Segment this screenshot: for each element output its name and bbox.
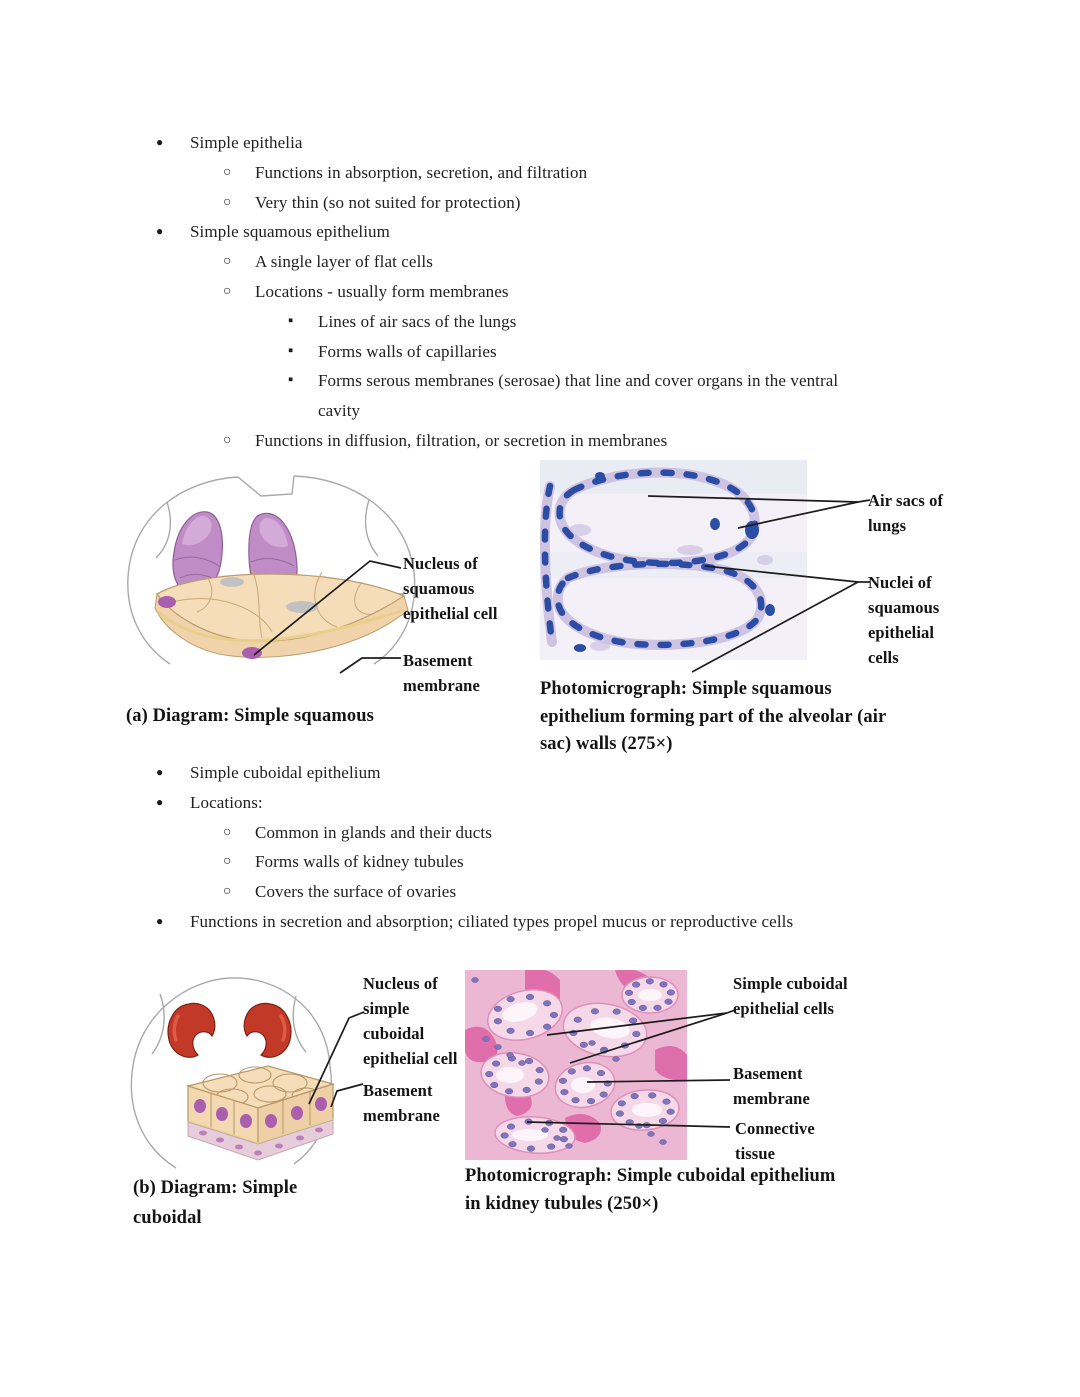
label-nucleus-squamous: Nucleus of squamous epithelial cell (403, 554, 498, 623)
list-item-text: Simple epithelia (190, 133, 303, 152)
list-item-text: Simple squamous epithelium (190, 222, 390, 242)
list-item: ● Locations: (0, 788, 850, 818)
leader-lines (308, 1011, 365, 1108)
bullet-disc-icon: ● (156, 913, 164, 928)
list-item-text: Functions in absorption, secretion, and … (255, 162, 588, 182)
bullet-circle-icon: ○ (223, 254, 232, 270)
list-item: ● Functions in secretion and absorption; … (0, 907, 850, 937)
photomicrograph-simple-squamous (540, 460, 807, 660)
bullet-list-simple-epithelia: ● Simple epithelia ○ Functions in absorpti… (0, 128, 850, 456)
bullet-circle-icon: ○ (223, 884, 232, 900)
caption-photomicrograph-b: Photomicrograph: Simple cuboidal epithel… (465, 1163, 845, 1218)
torso-outline (127, 475, 416, 665)
list-item-text: Forms serous membranes (serosae) that li… (318, 371, 839, 421)
list-item: ○ Locations - usually form membranes (0, 277, 850, 307)
list-item: ○ A single layer of flat cells (0, 247, 850, 277)
caption-diagram-a: (a) Diagram: Simple squamous (126, 703, 426, 731)
list-item: ● Simple epithelia (0, 128, 850, 158)
label-nucleus-cuboidal: Nucleus of simple cuboidal epithelial ce… (363, 974, 458, 1068)
list-item-text: Forms walls of kidney tubules (255, 852, 464, 872)
nuclei-chains (541, 469, 765, 649)
list-item-text: Locations - usually form membranes (255, 281, 509, 301)
figure-simple-squamous: Nucleus of squamous epithelial cell Base… (0, 460, 1080, 760)
caption-rest: Simple cuboidal epithelium in kidney tub… (465, 1166, 836, 1214)
label-connective-tissue: Connective tissue (735, 1119, 815, 1163)
leader-lines-photomicrograph-b (526, 1009, 736, 1128)
list-item: ○ Forms walls of kidney tubules (0, 847, 850, 877)
label-basement-membrane-a: Basement membrane (403, 651, 480, 695)
list-item: ○ Functions in diffusion, filtration, or … (0, 426, 850, 456)
caption-rest: Simple cuboidal (133, 1178, 298, 1228)
list-item-text: Common in glands and their ducts (255, 822, 492, 842)
bullet-circle-icon: ○ (223, 164, 232, 180)
caption-rest: Simple squamous epithelium forming part … (540, 679, 886, 754)
figure-simple-cuboidal: Nucleus of simple cuboidal epithelial ce… (0, 968, 1080, 1258)
label-basement-membrane-b: Basement membrane (363, 1081, 440, 1125)
list-item: ▪ Forms serous membranes (serosae) that l… (0, 366, 850, 426)
label-cuboidal-cells: Simple cuboidal epithelial cells (733, 974, 848, 1018)
list-item-text: Locations: (190, 792, 263, 812)
list-item: ○ Functions in absorption, secretion, and… (0, 158, 850, 188)
bullet-circle-icon: ○ (223, 194, 232, 210)
list-item-text: Forms walls of capillaries (318, 341, 497, 361)
list-item: ○ Covers the surface of ovaries (0, 877, 850, 907)
photomicrograph-simple-cuboidal (465, 970, 687, 1160)
caption-lead: Photomicrograph: (465, 1166, 613, 1186)
label-basement-membrane-micro-b: Basement membrane (733, 1064, 810, 1108)
caption-lead: (b) Diagram: (133, 1178, 238, 1198)
tubule-lumens (496, 989, 662, 1141)
bullet-square-icon: ▪ (288, 342, 294, 359)
caption-lead: (a) Diagram: (126, 706, 230, 726)
kidneys-illustration (167, 1002, 292, 1058)
torso-outline (130, 977, 333, 1169)
leader-lines (253, 560, 402, 674)
bullet-disc-icon: ● (156, 135, 164, 149)
list-item-text: Functions in diffusion, filtration, or s… (255, 430, 668, 450)
bullet-disc-icon: ● (156, 794, 164, 809)
squamous-cell-sheet (154, 569, 409, 659)
caption-photomicrograph-a: Photomicrograph: Simple squamous epithel… (540, 676, 892, 759)
kidney-highlights (172, 1014, 287, 1042)
list-item: ● Simple cuboidal epithelium (0, 758, 850, 788)
list-item-text: Functions in secretion and absorption; c… (190, 911, 794, 931)
bullet-circle-icon: ○ (223, 854, 232, 870)
bullet-square-icon: ▪ (288, 312, 294, 329)
bullet-disc-icon: ● (156, 765, 164, 779)
caption-rest: Simple squamous (229, 706, 374, 726)
bullet-circle-icon: ○ (223, 283, 232, 299)
label-air-sacs: Air sacs of lungs (868, 491, 944, 535)
tissue-smudges (569, 524, 773, 651)
bullet-square-icon: ▪ (288, 372, 294, 389)
list-item-text: Covers the surface of ovaries (255, 882, 457, 902)
list-item: ▪ Lines of air sacs of the lungs (0, 307, 850, 337)
list-item-text: Lines of air sacs of the lungs (318, 311, 517, 331)
lung-highlights (182, 516, 288, 548)
list-item-text: A single layer of flat cells (255, 252, 433, 272)
caption-lead: Photomicrograph: (540, 679, 688, 699)
list-item: ○ Very thin (so not suited for protection… (0, 188, 850, 218)
list-item-text: Simple cuboidal epithelium (190, 763, 381, 782)
bullet-disc-icon: ● (156, 224, 164, 239)
diagram-simple-cuboidal-illustration (130, 977, 365, 1169)
list-item: ● Simple squamous epithelium (0, 217, 850, 247)
leader-lines-photomicrograph-a (647, 495, 871, 673)
list-item: ▪ Forms walls of capillaries (0, 337, 850, 367)
bullet-circle-icon: ○ (223, 432, 232, 448)
cuboidal-nuclei (194, 1097, 327, 1128)
list-item-text: Very thin (so not suited for protection) (255, 192, 521, 212)
diagram-simple-squamous-illustration (127, 475, 416, 674)
bullet-circle-icon: ○ (223, 824, 232, 840)
cuboidal-cell-block (185, 1065, 336, 1161)
connective-speckles (199, 1127, 323, 1156)
label-nuclei-squamous: Nuclei of squamous epithelial cells (868, 573, 940, 667)
caption-diagram-b: (b) Diagram: Simple cuboidal (133, 1173, 338, 1233)
bullet-list-simple-cuboidal: ●Simple cuboidal epithelium ●Locations: … (0, 758, 850, 937)
nuclei-dots-b (471, 977, 675, 1152)
list-item: ○ Common in glands and their ducts (0, 818, 850, 848)
